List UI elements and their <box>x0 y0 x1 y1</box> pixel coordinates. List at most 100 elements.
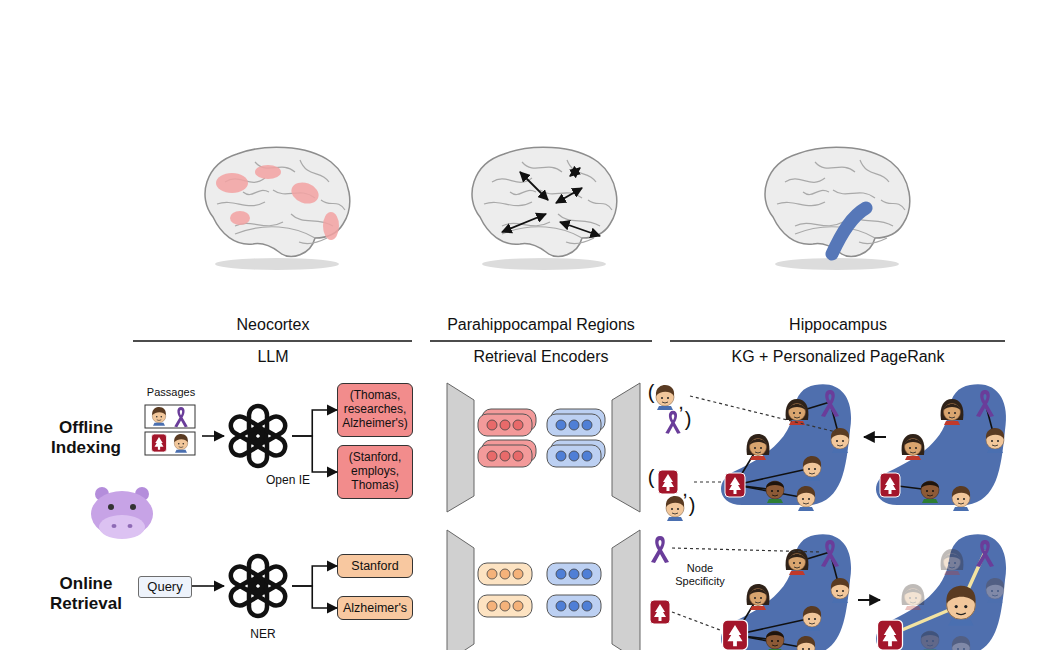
illustration-part <box>430 340 652 342</box>
hippo-mascot <box>91 487 153 539</box>
knowledge-graph <box>876 534 1006 650</box>
label-text: Offline Indexing <box>36 418 136 457</box>
illustration-part <box>478 563 532 585</box>
illustration-part <box>651 536 669 563</box>
illustration-part <box>556 188 582 203</box>
illustration-part <box>569 451 579 461</box>
illustration-part <box>569 420 579 430</box>
illustration-part <box>513 451 523 461</box>
label-text: LLM <box>173 348 373 366</box>
illustration-part <box>128 524 133 528</box>
flow-arrow <box>864 436 886 438</box>
illustration-part <box>766 631 784 650</box>
illustration-part <box>520 172 548 200</box>
label-text: , <box>680 478 690 501</box>
illustration-part <box>821 540 839 567</box>
llm-logo-mark <box>228 406 289 466</box>
illustration-part <box>487 601 497 611</box>
illustration-part <box>255 165 281 179</box>
illustration-part <box>513 569 523 579</box>
illustration-part <box>133 340 412 342</box>
flow-connector <box>292 410 337 436</box>
illustration-part <box>831 428 849 453</box>
illustration-part <box>145 405 195 428</box>
illustration-part <box>560 222 600 236</box>
illustration-part <box>941 549 964 575</box>
illustration-part <box>902 584 925 610</box>
illustration-part <box>500 601 510 611</box>
illustration-part <box>556 569 566 579</box>
llm-logo-shape <box>224 402 292 470</box>
llm-logo-mark <box>228 556 289 616</box>
illustration-part <box>723 620 748 650</box>
retrieval-encoder <box>447 383 640 512</box>
illustration-part <box>99 515 145 539</box>
illustration-part <box>216 165 339 240</box>
illustration-part <box>941 399 964 425</box>
label-text: Neocortex <box>173 316 373 334</box>
label-text: ) <box>686 494 698 517</box>
illustration-part <box>986 428 1004 453</box>
illustration-part <box>582 601 592 611</box>
illustration-part <box>487 569 497 579</box>
illustration-part <box>797 636 815 650</box>
illustration-part <box>612 383 640 512</box>
illustration-part <box>487 420 592 461</box>
illustration-part <box>205 147 350 270</box>
box-text: Query <box>144 580 185 595</box>
illustration-part <box>672 548 820 552</box>
flow-arrow <box>858 599 880 601</box>
illustration-part <box>666 496 684 521</box>
logo-petal <box>228 563 266 596</box>
illustration-part <box>152 407 166 426</box>
illustration-part <box>145 432 195 455</box>
illustration-part <box>478 414 532 436</box>
illustration-part <box>766 481 784 503</box>
illustration-part <box>797 486 815 511</box>
illustration-part <box>832 208 866 254</box>
illustration-part <box>765 147 910 270</box>
passage-icons <box>145 405 195 455</box>
illustration-part <box>725 473 745 497</box>
illustration-part <box>721 384 851 505</box>
illustration-part <box>878 620 903 650</box>
illustration-part <box>921 631 939 650</box>
illustration-part <box>487 569 592 611</box>
label-text: Node Specificity <box>668 562 732 587</box>
illustration-part <box>876 534 1006 650</box>
illustration-part <box>821 390 839 417</box>
illustration-part <box>112 524 117 528</box>
illustration-part <box>500 420 510 430</box>
illustration-part <box>976 540 994 567</box>
illustration-part <box>478 409 605 467</box>
flow-connector <box>192 585 224 587</box>
illustration-part <box>500 569 510 579</box>
illustration-part <box>230 211 250 225</box>
illustration-part <box>500 451 510 461</box>
box-text: (Thomas, researches, Alzheimer's) <box>338 389 412 430</box>
text-box: Alzheimer's <box>337 596 413 620</box>
illustration-part <box>502 168 600 236</box>
retrieval-encoder <box>447 530 640 650</box>
illustration-part <box>976 390 994 417</box>
brain-hippocampus <box>765 147 910 270</box>
illustration-part <box>786 549 809 575</box>
illustration-part <box>174 434 188 453</box>
illustration-part <box>478 595 532 617</box>
illustration-part <box>323 212 339 240</box>
illustration-part <box>952 486 970 511</box>
text-box: (Stanford, employs, Thomas) <box>337 445 413 499</box>
knowledge-graph <box>876 384 1006 511</box>
text-box: Stanford <box>337 554 413 578</box>
illustration-part <box>216 173 248 193</box>
illustration-part <box>502 214 546 232</box>
knowledge-graph <box>721 384 851 511</box>
illustration-part <box>487 569 523 611</box>
illustration-part <box>152 434 167 452</box>
label-text: , <box>676 391 686 414</box>
illustration-part <box>487 420 497 430</box>
brain-neocortex <box>205 147 350 270</box>
illustration-part <box>472 147 617 270</box>
box-text: Stanford <box>348 559 401 573</box>
illustration-part <box>650 600 670 624</box>
